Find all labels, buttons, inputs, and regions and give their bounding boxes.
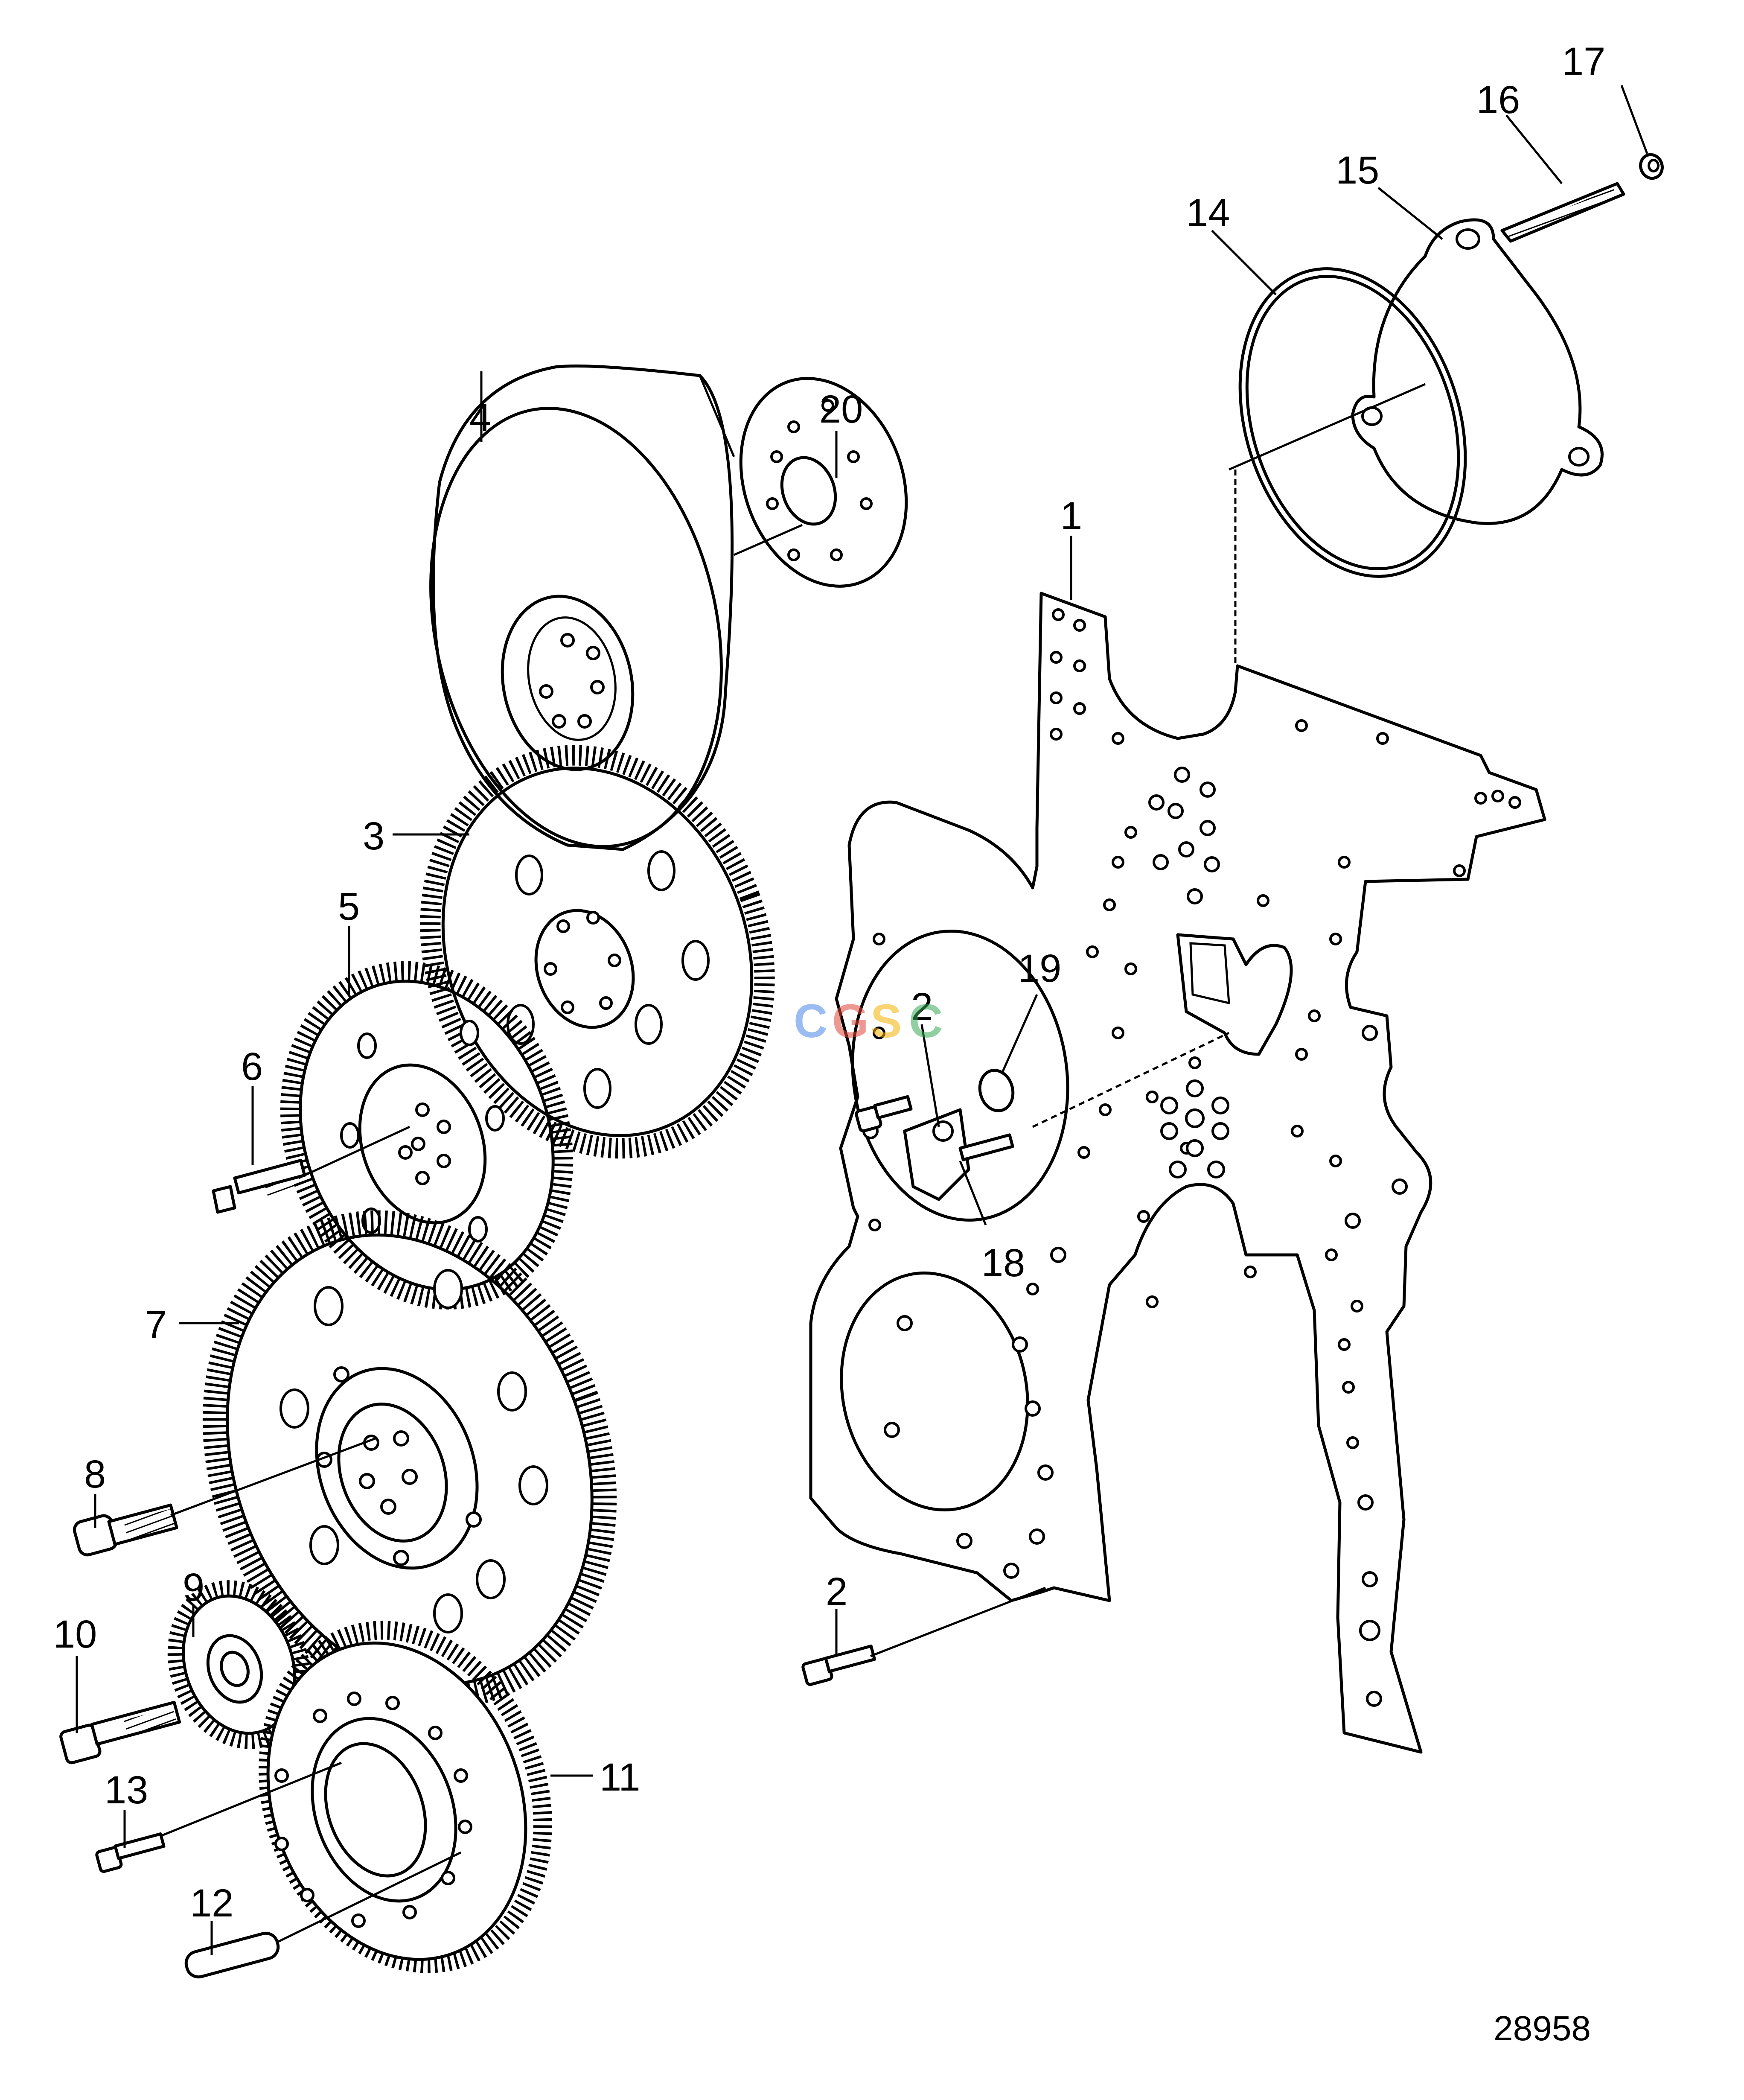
damper-4 (429, 365, 735, 851)
bolt-8 (73, 1503, 178, 1557)
watermark-letter-3: S (871, 995, 902, 1047)
bolt-2-lower (801, 1645, 876, 1686)
callout-17: 17 (1562, 40, 1605, 83)
callout-13: 13 (105, 1768, 148, 1812)
hub-gear-11 (259, 1621, 552, 1973)
cover-centre-line (1229, 383, 1426, 471)
callout-leaders (76, 85, 1648, 1955)
cover-plate (1351, 218, 1604, 525)
callout-14: 14 (1186, 191, 1230, 235)
callout-labels: 1 2 2 3 4 5 6 7 8 9 10 11 12 13 14 15 16… (53, 40, 1605, 1925)
bolt-13-line (162, 1762, 342, 1837)
callout-15: 15 (1336, 149, 1379, 192)
callout-7: 7 (145, 1303, 167, 1347)
o-ring (1238, 267, 1467, 578)
stud-16 (1500, 182, 1625, 243)
callout-18: 18 (981, 1241, 1025, 1285)
bolt-6-line (298, 1126, 411, 1179)
damper-bolt-holes (539, 633, 605, 729)
bolt-6 (212, 1159, 306, 1214)
bracket-18 (903, 1108, 1014, 1201)
callout-19: 19 (1018, 947, 1061, 990)
boss-alignment-line (1032, 1032, 1230, 1128)
watermark-letter-1: C (794, 995, 827, 1047)
bolt-10 (59, 1700, 181, 1765)
nut-17 (1639, 153, 1664, 180)
callout-8: 8 (84, 1452, 106, 1496)
bolt-13 (95, 1832, 166, 1873)
damper-centre-line (733, 524, 803, 556)
watermark-letter-4: C (909, 995, 943, 1047)
bolt-8-line (170, 1437, 376, 1517)
plate-hole-rosette (1160, 1079, 1229, 1178)
bolt-2-upper (855, 1095, 913, 1133)
o-ring-19 (978, 1069, 1015, 1112)
callout-20: 20 (819, 388, 863, 431)
callout-3: 3 (363, 814, 384, 858)
watermark-letter-2: G (832, 995, 869, 1047)
watermark-logo: C G S C (794, 995, 943, 1047)
callout-2-lower: 2 (826, 1570, 847, 1613)
callout-4: 4 (469, 396, 491, 440)
bolt-2-lower-line (870, 1587, 1046, 1657)
pin-12 (184, 1931, 280, 1979)
gear-5 (280, 961, 574, 1310)
gear-3 (420, 745, 775, 1159)
callout-5: 5 (338, 885, 360, 928)
callout-9: 9 (183, 1566, 204, 1609)
callout-2-upper: 2 (911, 985, 933, 1029)
callout-16: 16 (1476, 78, 1520, 122)
callout-12: 12 (190, 1881, 233, 1925)
callout-11: 11 (600, 1756, 641, 1799)
callout-1: 1 (1060, 494, 1082, 538)
drawing-number: 28958 (1494, 2009, 1591, 2048)
gear-7 (202, 1210, 617, 1709)
pin-12-line (277, 1851, 462, 1943)
callout-10: 10 (53, 1613, 97, 1656)
callout-6: 6 (241, 1045, 263, 1088)
